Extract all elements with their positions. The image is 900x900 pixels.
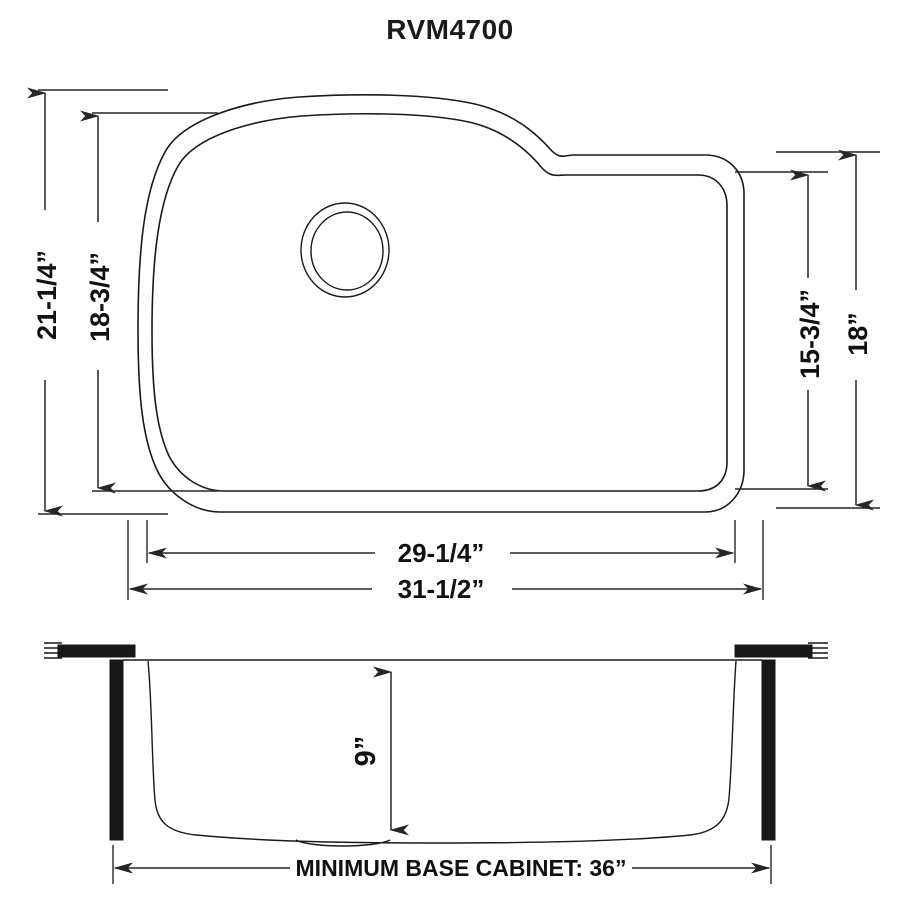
dim-label-right-overall-depth: 18” bbox=[843, 312, 873, 356]
cabinet-wall-right bbox=[761, 659, 776, 841]
sink-bowl-section-path bbox=[147, 660, 737, 844]
dim-label-overall-width: 31-1/2” bbox=[398, 574, 485, 604]
dim-label-minimum-base-cabinet: MINIMUM BASE CABINET: 36” bbox=[296, 855, 627, 881]
right-dimension-group: 15-3/4” 18” bbox=[735, 149, 880, 511]
bottom-dimension-group: 29-1/4” 31-1/2” bbox=[127, 520, 764, 604]
countertop-slab-left bbox=[57, 644, 136, 658]
drain-opening bbox=[300, 202, 390, 298]
page-title: RVM4700 bbox=[386, 14, 514, 45]
drain-outer-ring bbox=[300, 202, 390, 298]
countertop-slab-right bbox=[734, 644, 813, 658]
sink-inner-bowl-path bbox=[151, 112, 728, 492]
dim-label-right-bowl-depth: 15-3/4” bbox=[795, 289, 825, 379]
countertop-hatch-right bbox=[808, 642, 828, 659]
dim-label-overall-depth: 21-1/4” bbox=[32, 250, 62, 340]
dim-label-bowl-depth: 18-3/4” bbox=[85, 252, 115, 342]
drain-inner-ring bbox=[310, 211, 384, 291]
cross-section-group: 9” MINIMUM BASE CABINET: 36” bbox=[44, 642, 828, 884]
cabinet-wall-left bbox=[109, 659, 124, 841]
section-drain-bulge bbox=[295, 839, 391, 847]
countertop-hatch-left bbox=[44, 642, 62, 659]
sink-outer-rim-path bbox=[137, 94, 745, 513]
dim-label-bowl-depth-section: 9” bbox=[350, 736, 382, 767]
left-dimension-group: 21-1/4” 18-3/4” bbox=[27, 87, 218, 517]
sink-bowl-outline-group bbox=[137, 94, 745, 513]
dim-label-bowl-width: 29-1/4” bbox=[398, 538, 485, 568]
